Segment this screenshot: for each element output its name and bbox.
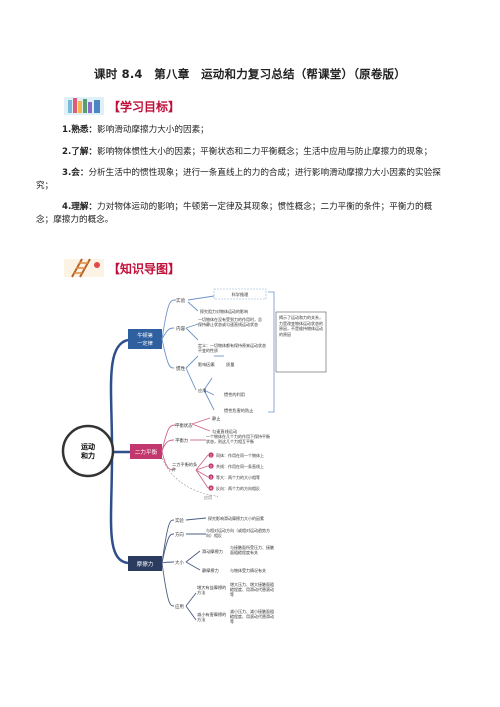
newton-inertia: 惯性: [176, 365, 186, 372]
connector: [109, 338, 129, 449]
objective-prefix: 2.了解：: [62, 146, 98, 157]
balance-condition: 共线：作用在同一条直线上: [216, 463, 264, 469]
ladder-icon: [64, 258, 104, 278]
objective-text: 影响物体惯性大小的因素；平衡状态和二力平衡概念；生活中应用与防止摩擦力的现象；: [97, 146, 433, 157]
newton-prevent: 惯性危害的防止: [224, 407, 253, 414]
balance-condition: 反向：两个力的方向相反: [216, 485, 260, 491]
objective-text-cont: 究；: [36, 180, 54, 191]
objective-text: 分析生活中的惯性现象；进行一条直线上的力的合成；进行影响滑动摩擦力大小因素的实验…: [88, 168, 441, 179]
science-box: [213, 288, 267, 300]
root-label: 和力: [80, 451, 95, 460]
svg-text:1: 1: [210, 454, 212, 458]
friction-static-text: 与物体受力情况有关: [230, 567, 266, 573]
balance-condition-list: 1 同体：作用在同一个物体上 2 共线：作用在同一条直线上 3 等大：两个力的大…: [208, 452, 264, 491]
branch-newton: [128, 329, 162, 349]
friction-increase-text: 增大压力、增大接触面粗糙程度、用滑动代替滚动等: [230, 582, 274, 597]
balance-uniform: 匀速直线运动: [212, 428, 237, 435]
friction-static: 静摩擦力: [202, 567, 219, 574]
newton-use: 惯性的利用: [224, 391, 245, 398]
objective-text-cont: 念；摩擦力的概念。: [36, 214, 114, 225]
newton-content-text: 一切物体在没有受到力的作用时，总保持静止状态或匀速直线运动状态: [198, 317, 262, 327]
friction-decrease-text: 减小压力、减小接触面粗糙程度、用滚动代替滑动等: [230, 609, 274, 624]
friction-size: 大小: [175, 559, 184, 566]
objective-prefix: 4.理解：: [62, 202, 98, 213]
newton-science: 科学推理: [232, 291, 250, 298]
root-node: [61, 424, 115, 478]
svg-text:2: 2: [210, 465, 212, 469]
newton-content: 内容: [176, 325, 186, 332]
objectives-list: 1.熟悉：影响滑动摩擦力大小的因素； 2.了解：影响物体惯性大小的因素；平衡状态…: [36, 124, 468, 236]
newton-note-box: [275, 311, 327, 373]
branch-balance: [130, 444, 162, 459]
friction-increase: 增大有益摩擦的方法: [197, 585, 226, 595]
balance-apply: 应用: [204, 494, 212, 500]
friction-apply: 应用: [175, 603, 184, 610]
friction-concept-text: 探究影响滑动摩擦力大小的因素: [208, 515, 264, 521]
section-label: 【学习目标】: [108, 99, 181, 114]
balance-state: 平衡状态: [175, 422, 193, 429]
learning-goals-header: 【学习目标】: [64, 95, 180, 117]
svg-text:4: 4: [210, 487, 212, 491]
newton-note: 揭示了运动和力的关系，力是改变物体运动状态的原因，不是维持物体运动的原因: [279, 315, 323, 337]
objective-item: 2.了解：影响物体惯性大小的因素；平衡状态和二力平衡概念；生活中应用与防止摩擦力…: [62, 146, 468, 159]
root-label: 运动: [81, 442, 95, 451]
objective-prefix: 3.会：: [62, 168, 89, 179]
objective-item: 3.会：分析生活中的惯性现象；进行一条直线上的力的合成；进行影响滑动摩擦力大小因…: [36, 167, 468, 192]
friction-direction-text: 与相对运动方向（或相对运动趋势方向）相反: [206, 528, 270, 538]
newton-factor: 影响因素: [198, 361, 215, 368]
section-label: 【知识导图】: [108, 261, 181, 276]
objective-text: 影响滑动摩擦力大小的因素；: [97, 125, 209, 135]
connector: [109, 455, 129, 565]
branch-label: 牛顿第: [137, 331, 153, 339]
page-title: 课时 8.4 第八章 运动和力复习总结（帮课堂）（原卷版）: [94, 67, 406, 81]
friction-concept: 实验: [175, 517, 184, 524]
objective-text: 力对物体运动的影响；牛顿第一定律及其现象；惯性概念；二力平衡的条件；平衡力的概: [97, 202, 433, 213]
friction-decrease: 减小有害摩擦的方法: [197, 612, 226, 622]
balance-force-text: 一个物体在几个力的作用下保持平衡状态，则这几个力相互平衡: [206, 434, 270, 444]
branch-label: 摩擦力: [137, 560, 154, 568]
friction-sliding: 滑动摩擦力: [202, 548, 223, 555]
objective-item: 4.理解：力对物体运动的影响；牛顿第一定律及其现象；惯性概念；二力平衡的条件；平…: [36, 201, 468, 226]
balance-still: 静止: [212, 415, 220, 421]
balance-condition: 同体：作用在同一个物体上: [216, 452, 264, 458]
knowledge-map-header: 【知识导图】: [64, 257, 180, 279]
friction-direction: 方向: [175, 531, 184, 538]
objective-item: 1.熟悉：影响滑动摩擦力大小的因素；: [62, 124, 468, 137]
balance-conditions: 二力平衡的条件: [172, 462, 197, 472]
branch-label: 一定律: [137, 339, 153, 347]
objective-prefix: 1.熟悉：: [62, 125, 98, 135]
books-icon: [64, 97, 104, 115]
newton-experiment: 实验: [176, 297, 186, 304]
newton-mass: 质量: [226, 361, 234, 368]
newton-explore: 探究阻力对物体运动的影响: [200, 308, 248, 314]
balance-force: 平衡力: [175, 437, 188, 444]
branch-friction: [128, 556, 162, 571]
friction-sliding-text: 与接触面所受压力、接触面粗糙程度有关: [230, 545, 274, 555]
branch-label: 二力平衡: [135, 448, 158, 456]
balance-condition: 等大：两个力的大小相等: [216, 474, 260, 480]
svg-text:3: 3: [210, 476, 212, 480]
newton-apply: 应用: [198, 387, 206, 394]
newton-definition: 定义：一切物体都有保持原来运动状态不变的性质: [198, 343, 266, 353]
